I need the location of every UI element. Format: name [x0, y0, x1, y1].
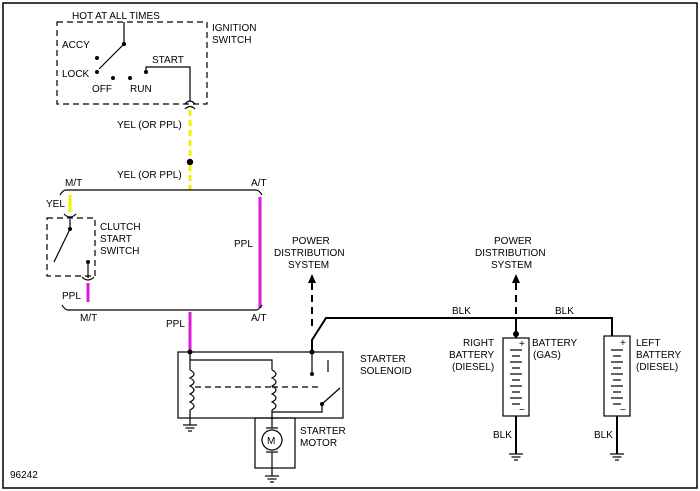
lock-contact: [95, 70, 99, 74]
ignition-switch-label-1: IGNITION: [212, 23, 256, 34]
off-contact: [111, 76, 115, 80]
power-dist-1-label-1: POWER: [292, 236, 330, 247]
clutch-label-2: START: [100, 234, 132, 245]
hold-in-coil: [188, 369, 195, 411]
motor-symbol: M: [267, 436, 275, 447]
right-battery-label-1: RIGHT: [463, 338, 494, 349]
yel-label: YEL: [46, 199, 65, 210]
mt-at-branch-top: [59, 189, 263, 196]
starter-motor: M STARTER MOTOR: [254, 417, 346, 483]
left-battery-label-3: (DIESEL): [636, 362, 678, 373]
power-dist-2-label-1: POWER: [494, 236, 532, 247]
start-label: START: [152, 55, 184, 66]
blk-right-battery-label: BLK: [493, 430, 512, 441]
run-contact: [128, 76, 132, 80]
power-dist-2-arrow-icon: [512, 274, 520, 283]
pull-in-lead: [190, 359, 273, 370]
ppl-left-label: PPL: [62, 291, 81, 302]
left-battery-minus: −: [620, 405, 626, 416]
left-battery: + − LEFT BATTERY (DIESEL) BLK: [594, 335, 682, 461]
blk-battery-cable: [311, 317, 613, 352]
mt-bottom-label: M/T: [80, 313, 97, 324]
solenoid-b-terminal: [309, 349, 315, 355]
solenoid-box: [177, 351, 344, 419]
at-bottom-label: A/T: [251, 313, 267, 324]
off-label: OFF: [92, 84, 112, 95]
power-dist-1-label-3: SYSTEM: [288, 260, 329, 271]
blk-top-right-label: BLK: [555, 306, 574, 317]
ignition-switch-blade: [98, 43, 125, 70]
motor-label-1: STARTER: [300, 426, 346, 437]
ignition-connector: [184, 100, 196, 105]
motor-box: [254, 417, 296, 469]
figure-id: 96242: [10, 470, 38, 481]
right-battery: + − RIGHT BATTERY (DIESEL) BATTERY (GAS)…: [449, 337, 578, 461]
battery-gas-label-2: (GAS): [533, 350, 561, 361]
left-battery-label-2: BATTERY: [636, 350, 682, 361]
ignition-switch: HOT AT ALL TIMES IGNITION SWITCH ACCY LO…: [56, 11, 256, 110]
hot-at-all-times-label: HOT AT ALL TIMES: [72, 11, 160, 22]
clutch-switch-box: [46, 217, 96, 277]
right-battery-plus: +: [519, 339, 525, 350]
solenoid-disc: [321, 387, 341, 405]
clutch-connector-bottom: [81, 276, 95, 281]
right-battery-label-3: (DIESEL): [452, 362, 494, 373]
right-battery-junction: [513, 331, 519, 337]
accy-contact: [95, 56, 99, 60]
clutch-label-1: CLUTCH: [100, 222, 141, 233]
yel-or-ppl-label-2: YEL (OR PPL): [117, 170, 182, 181]
mt-at-branch-bottom: [61, 304, 263, 311]
lock-label: LOCK: [62, 69, 90, 80]
clutch-label-3: SWITCH: [100, 246, 139, 257]
clutch-start-switch: CLUTCH START SWITCH: [46, 213, 141, 281]
ppl-mid-label: PPL: [234, 239, 253, 250]
motor-label-2: MOTOR: [300, 438, 337, 449]
yel-or-ppl-label-1: YEL (OR PPL): [117, 120, 182, 131]
at-top-label: A/T: [251, 178, 267, 189]
run-label: RUN: [130, 84, 152, 95]
ignition-connector-lower: [184, 105, 196, 110]
solenoid-contact-1: [310, 372, 314, 376]
left-battery-plus: +: [620, 338, 626, 349]
start-output-line: [145, 66, 191, 102]
right-battery-minus: −: [519, 405, 525, 416]
power-dist-1-label-2: DISTRIBUTION: [274, 248, 345, 259]
battery-gas-label-1: BATTERY: [532, 338, 578, 349]
power-dist-2-label-2: DISTRIBUTION: [475, 248, 546, 259]
clutch-blade: [53, 228, 71, 263]
right-battery-label-2: BATTERY: [449, 350, 495, 361]
solenoid-label-2: SOLENOID: [360, 366, 412, 377]
blk-left-battery-label: BLK: [594, 430, 613, 441]
power-dist-1-arrow-icon: [308, 274, 316, 283]
left-battery-label-1: LEFT: [636, 338, 660, 349]
mt-top-label: M/T: [65, 178, 82, 189]
pull-in-coil: [270, 369, 277, 411]
motor-feed-line: [272, 404, 323, 413]
power-dist-2-label-3: SYSTEM: [491, 260, 532, 271]
ppl-bottom-label: PPL: [166, 319, 185, 330]
ignition-switch-box: [56, 21, 208, 105]
motor-circle-icon: [261, 429, 283, 451]
clutch-connector-top: [63, 213, 77, 218]
splice-dot: [186, 158, 194, 166]
blk-top-left-label: BLK: [452, 306, 471, 317]
accy-label: ACCY: [62, 40, 90, 51]
ignition-switch-label-2: SWITCH: [212, 35, 251, 46]
solenoid-label-1: STARTER: [360, 354, 406, 365]
